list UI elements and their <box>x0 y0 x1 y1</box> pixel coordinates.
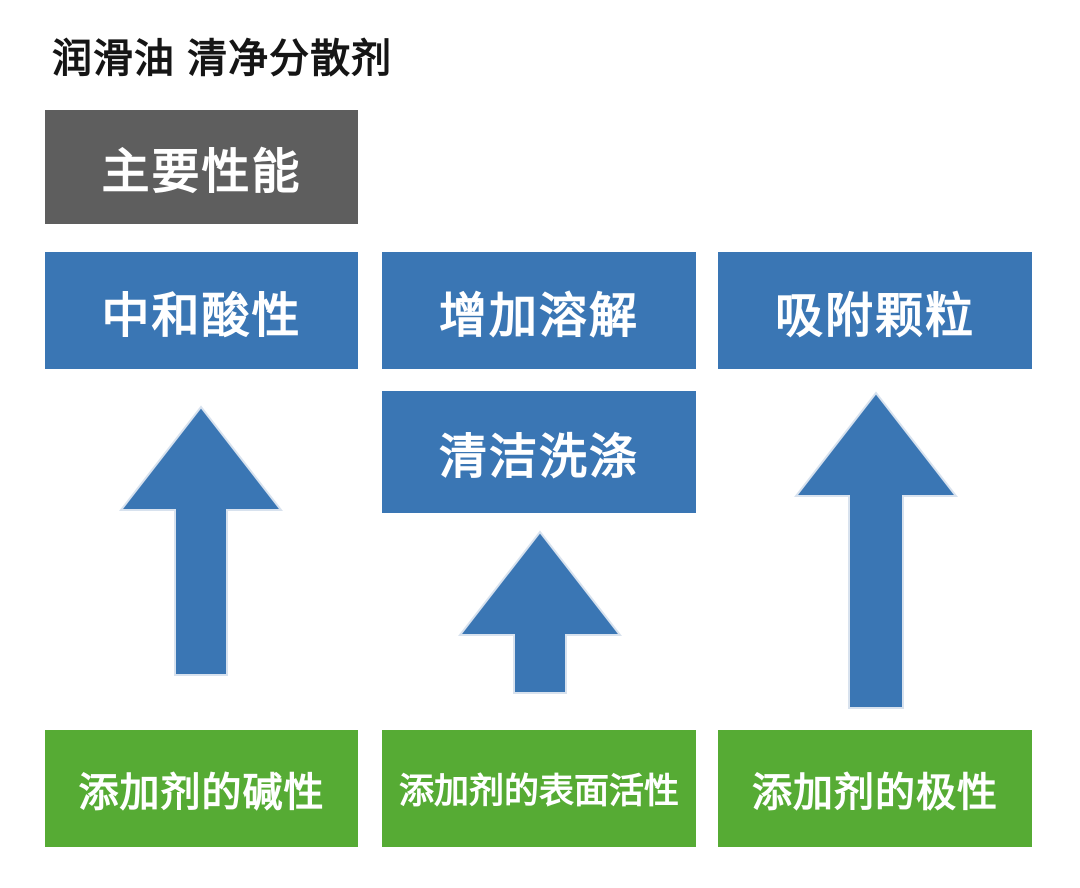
performance-box-clean-wash: 清洁洗涤 <box>382 391 696 513</box>
up-arrow-left-icon <box>118 405 284 676</box>
up-arrow-right-icon <box>793 391 959 709</box>
main-performance-header-box: 主要性能 <box>45 110 358 224</box>
source-box-additive-surface-activity: 添加剂的表面活性 <box>382 730 696 847</box>
up-arrow-middle-icon <box>457 530 623 694</box>
source-box-additive-polarity: 添加剂的极性 <box>718 730 1032 847</box>
performance-box-adsorb-particles: 吸附颗粒 <box>718 252 1032 369</box>
diagram-title: 润滑油 清净分散剂 <box>52 37 393 81</box>
performance-box-increase-dissolution: 增加溶解 <box>382 252 696 369</box>
performance-box-neutralize-acid: 中和酸性 <box>45 252 358 369</box>
source-box-additive-alkalinity: 添加剂的碱性 <box>45 730 358 847</box>
